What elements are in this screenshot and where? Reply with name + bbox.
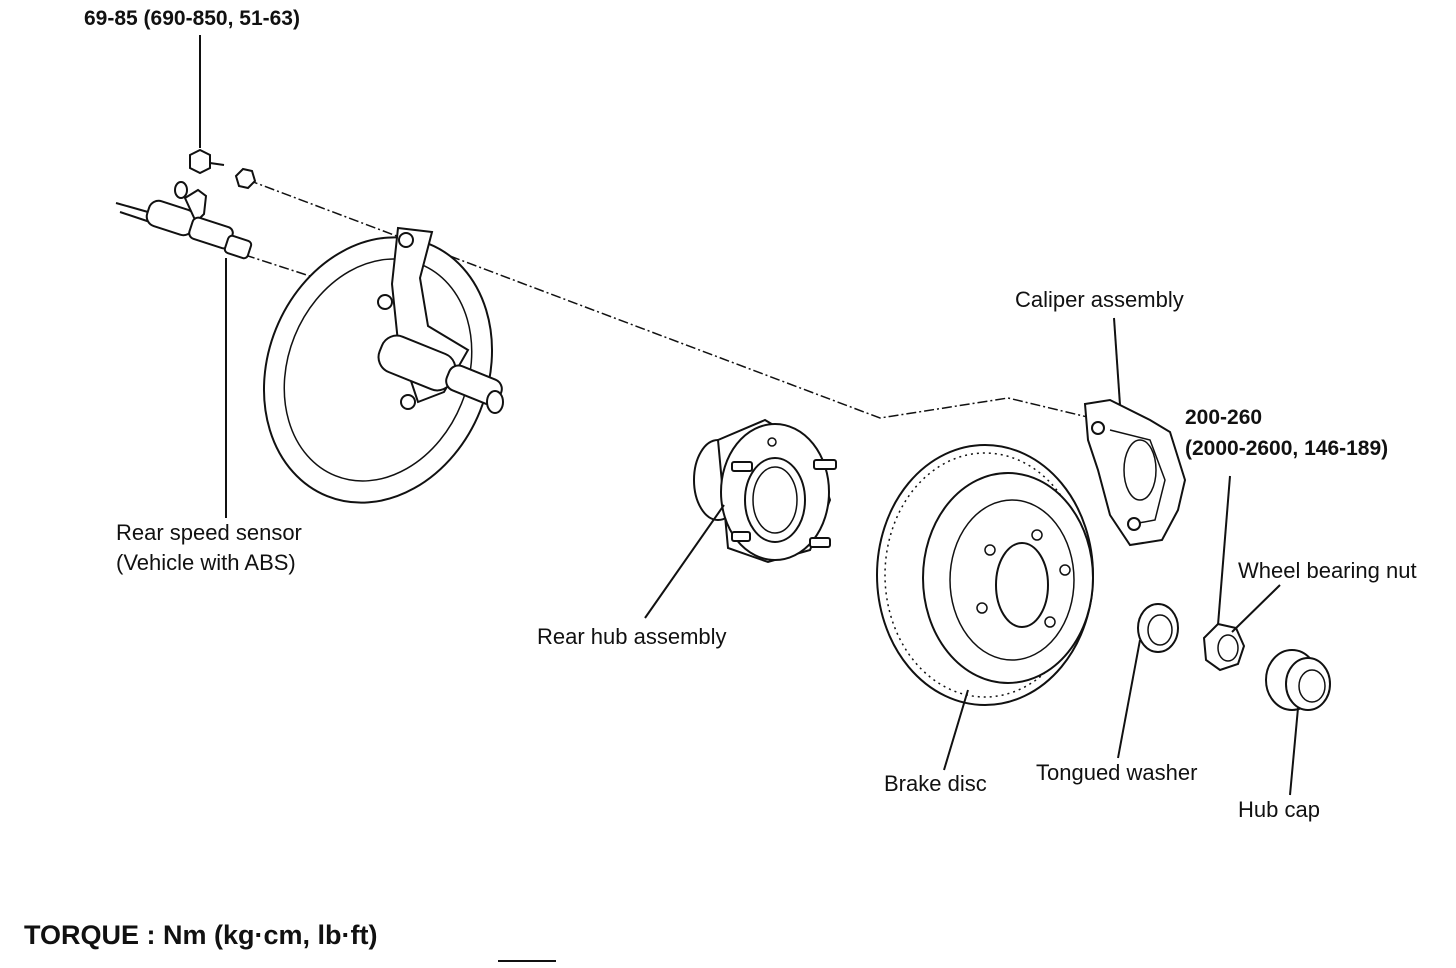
rear-hub-leader xyxy=(644,504,725,619)
assembly-axis-line xyxy=(247,179,1101,421)
caliper-leader xyxy=(1113,317,1121,406)
torque-units-legend: TORQUE : Nm (kg·cm, lb·ft) xyxy=(24,920,378,950)
brake-disc xyxy=(876,444,1094,706)
rear-speed-sensor-note: (Vehicle with ABS) xyxy=(116,550,296,575)
wheel-bearing-nut-leader xyxy=(1231,584,1281,633)
tongued-washer xyxy=(1137,603,1179,653)
rear-hub-assembly-label: Rear hub assembly xyxy=(537,624,727,649)
mounting-nut xyxy=(234,167,257,190)
wheel-bearing-nut xyxy=(1202,622,1246,672)
sensor-washer xyxy=(174,181,188,199)
rear-hub-assembly xyxy=(693,418,837,564)
brake-disc-label: Brake disc xyxy=(884,771,987,796)
rear-speed-sensor-label: Rear speed sensor xyxy=(116,520,302,545)
brake-disc-leader xyxy=(943,689,969,771)
top-torque-spec: 69-85 (690-850, 51-63) xyxy=(84,7,300,30)
tongued-washer-leader xyxy=(1117,639,1141,759)
caliper-assembly xyxy=(1083,398,1187,547)
hub-cap-leader xyxy=(1289,707,1299,796)
backing-plate xyxy=(262,226,504,504)
mounting-bolt xyxy=(189,148,225,175)
tongued-washer-label: Tongued washer xyxy=(1036,760,1198,785)
caliper-torque-spec: 200-260 xyxy=(1185,406,1263,429)
hub-cap-label: Hub cap xyxy=(1238,797,1320,822)
hub-cap xyxy=(1265,649,1331,711)
caliper-assembly-label: Caliper assembly xyxy=(1015,287,1184,312)
caliper-torque-leader xyxy=(1217,475,1231,626)
caliper-torque-spec-detail: (2000-2600, 146-189) xyxy=(1185,437,1389,460)
rear-speed-sensor xyxy=(115,188,253,260)
wheel-bearing-nut-label: Wheel bearing nut xyxy=(1238,558,1417,583)
